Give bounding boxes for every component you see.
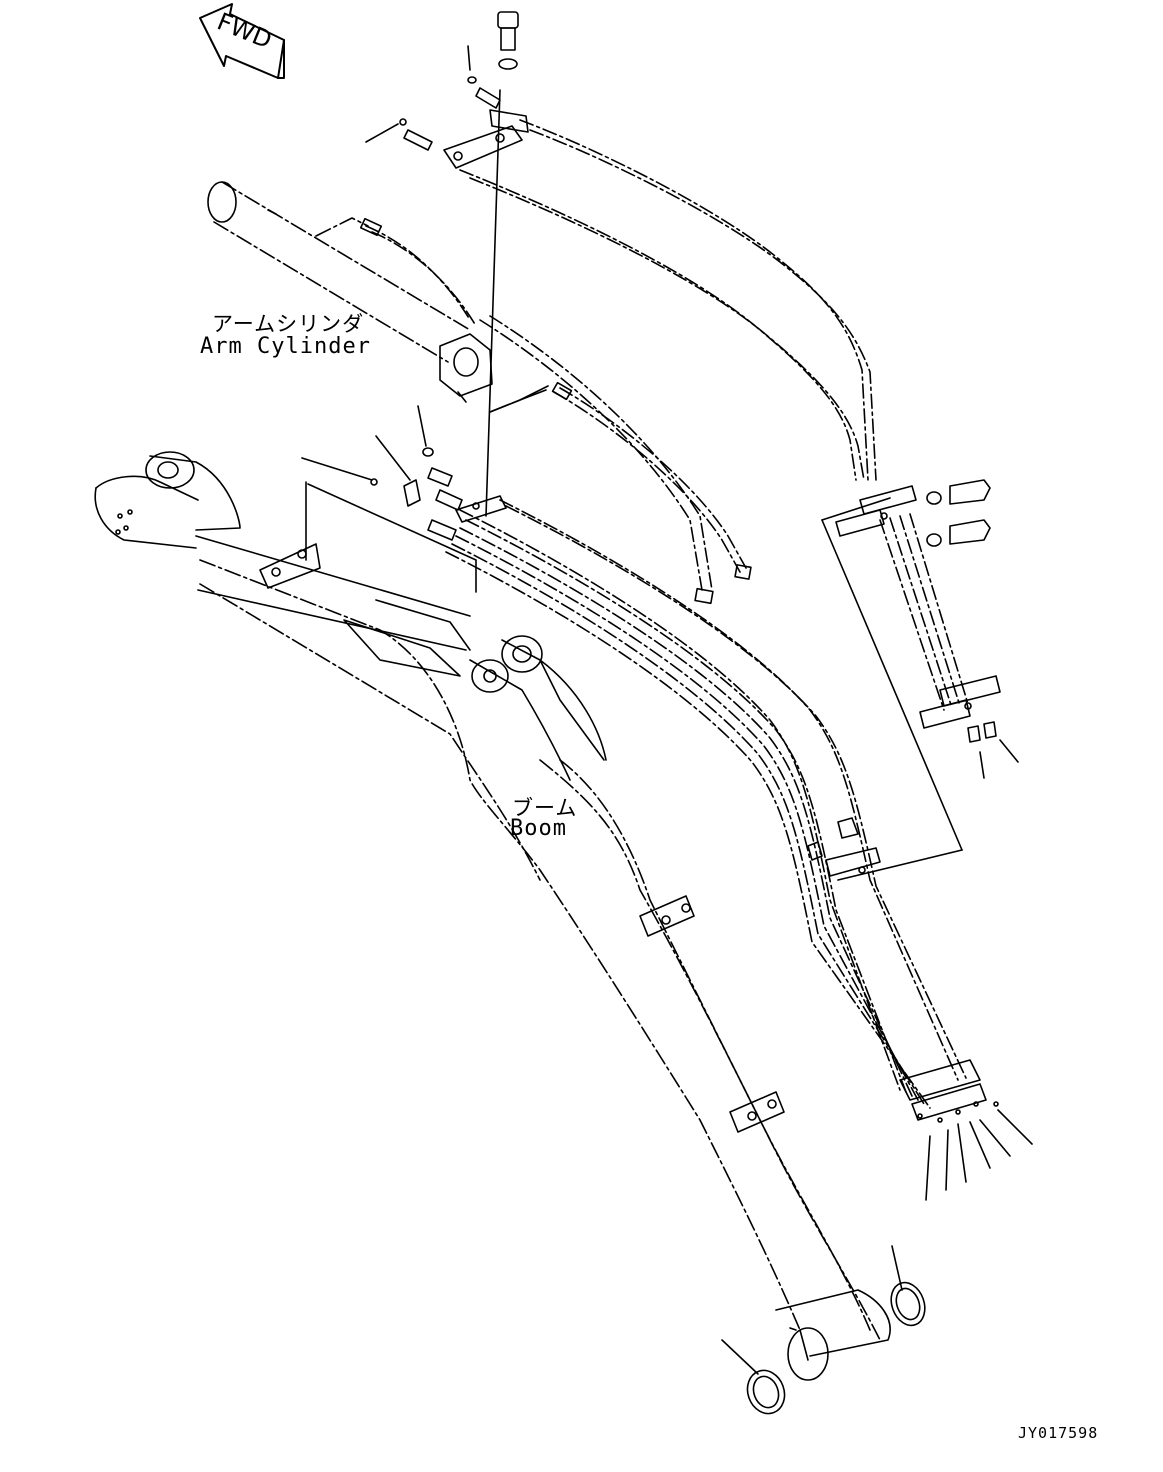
- bracket-leaders: [301, 385, 549, 593]
- boom-en-label: Boom: [510, 816, 567, 841]
- boom-body: [94, 451, 471, 651]
- arm-cylinder: [207, 181, 471, 363]
- top-bracket: [443, 109, 529, 169]
- boom-hose-bundle: [445, 499, 967, 1109]
- seal-ring-right: [890, 1245, 926, 1327]
- boom-outline: [199, 559, 881, 1341]
- boom-foot: [343, 599, 607, 781]
- boom-clamp-lower: [729, 1091, 785, 1133]
- bolt-leader: [485, 89, 501, 517]
- upper-pipes: [459, 119, 877, 481]
- fwd-label: FWD: [213, 7, 275, 54]
- fwd-arrow: FWD: [199, 3, 285, 79]
- arm-cylinder-en-label: Arm Cylinder: [200, 334, 371, 359]
- right-clamp-upper: [821, 479, 991, 881]
- arm-cylinder-head: [439, 333, 493, 403]
- top-fittings: [365, 45, 501, 151]
- boom-pivot: [775, 1289, 891, 1381]
- arm-hoses: [359, 217, 752, 605]
- right-vertical-hoses: [879, 513, 969, 711]
- lower-right-clamp: [807, 817, 999, 1123]
- mid-fittings: [370, 447, 507, 541]
- drawing-code: JY017598: [1018, 1424, 1099, 1442]
- right-clamp-lower: [919, 675, 1019, 779]
- arm-cylinder-jp-label: アームシリンダ: [212, 312, 365, 336]
- seal-ring-left: [721, 1339, 786, 1415]
- lower-right-leaders: [925, 1109, 1033, 1201]
- boom-clamp-upper: [639, 895, 695, 937]
- boom-jp-label: ブーム: [512, 796, 578, 820]
- top-bolt: [497, 11, 519, 70]
